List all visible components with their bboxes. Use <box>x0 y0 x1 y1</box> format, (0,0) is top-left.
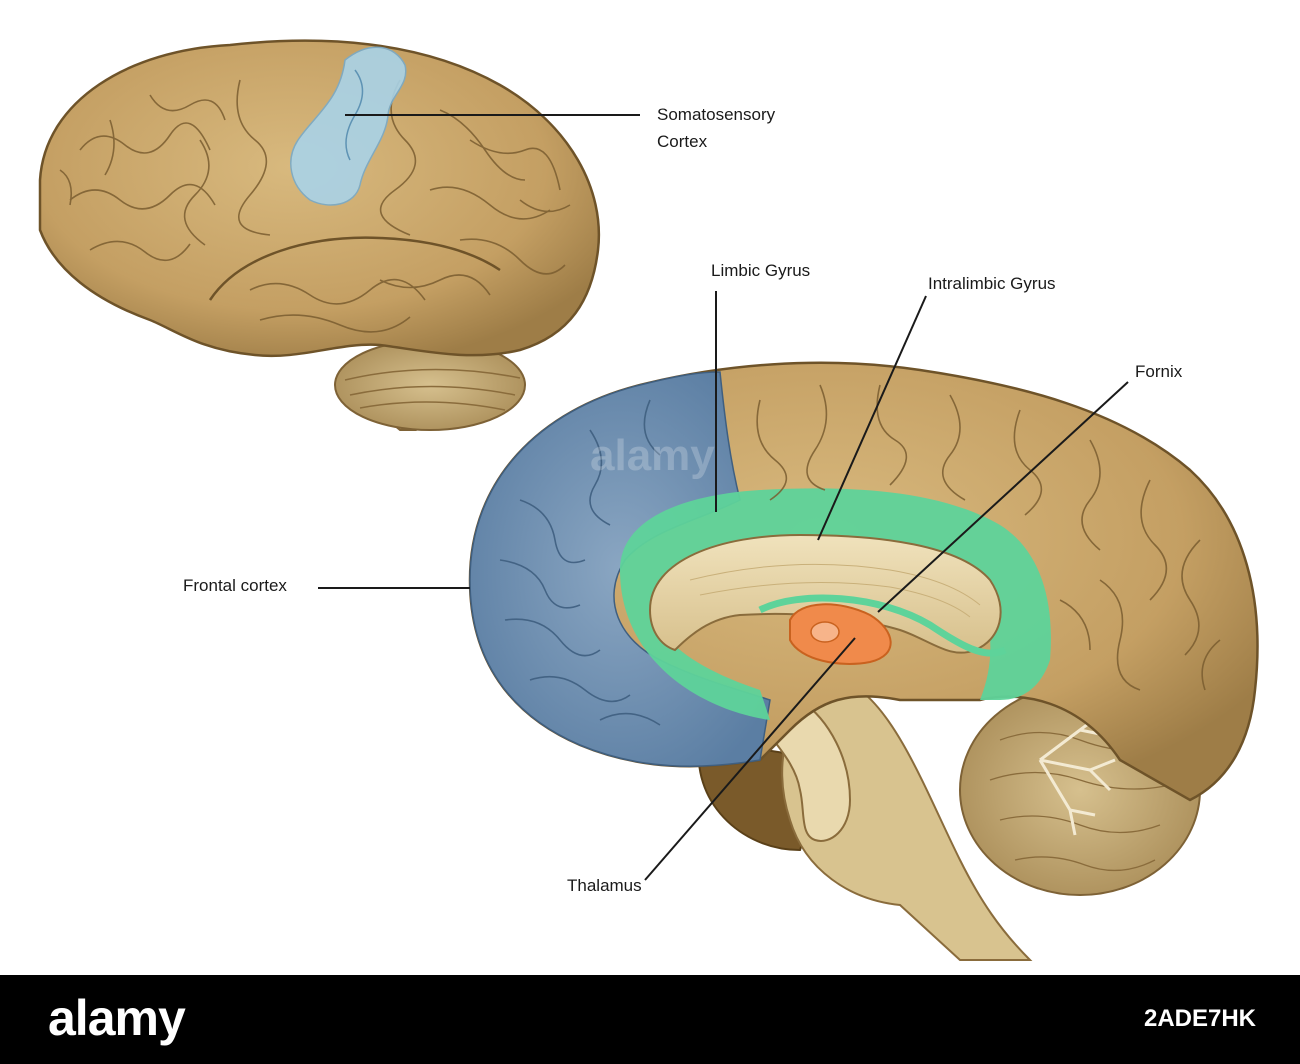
sagittal-section-brain <box>468 361 1259 961</box>
leader-line-thalamus <box>644 637 856 881</box>
leader-line-fornix <box>877 381 1129 613</box>
lateral-brain <box>38 39 601 431</box>
label-intralimbic-gyrus: Intralimbic Gyrus <box>928 274 1056 293</box>
leader-lines <box>318 114 1129 881</box>
stock-footer-bar: alamy 2ADE7HK <box>0 975 1300 1064</box>
label-frontal-cortex: Frontal cortex <box>183 576 287 595</box>
label-somatosensory-cortex: Somatosensory Cortex <box>657 101 775 155</box>
label-somatosensory-line2: Cortex <box>657 132 708 151</box>
footer-logo: alamy <box>48 990 186 1046</box>
watermark-text: alamy <box>590 431 715 480</box>
label-fornix: Fornix <box>1135 362 1183 381</box>
label-thalamus: Thalamus <box>567 876 642 895</box>
label-limbic-gyrus: Limbic Gyrus <box>711 261 811 280</box>
leader-line-intralimbic-gyrus <box>817 295 927 541</box>
footer-image-id: 2ADE7HK <box>1143 1005 1256 1032</box>
label-somatosensory-line1: Somatosensory <box>657 105 776 124</box>
brain-anatomy-illustration: alamy <box>38 39 1259 961</box>
